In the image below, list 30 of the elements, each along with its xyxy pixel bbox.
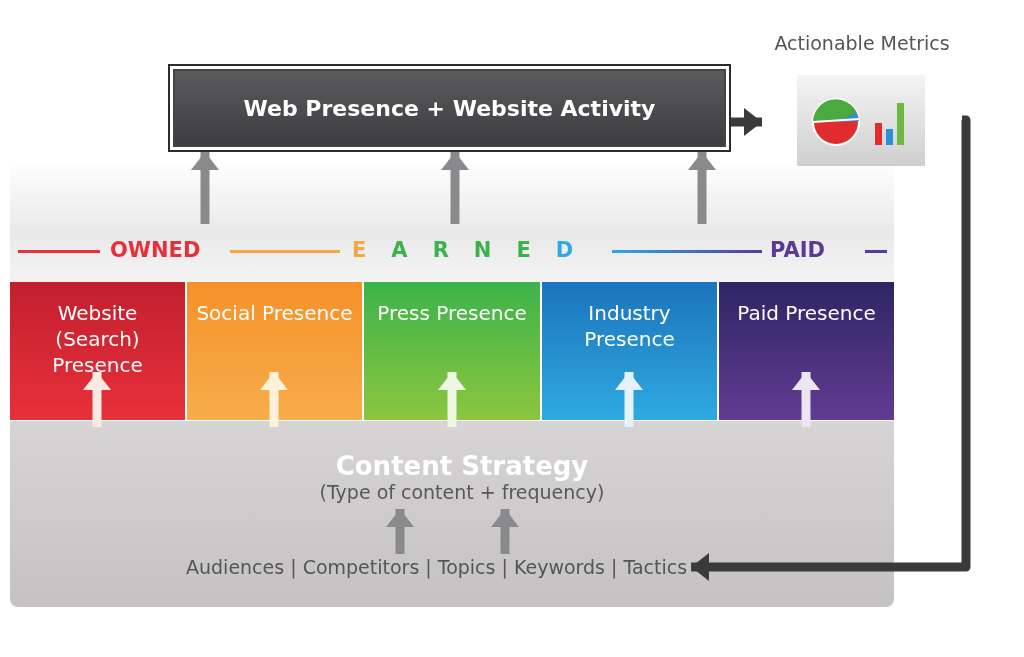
box-label: Press Presence xyxy=(376,300,528,326)
arrow xyxy=(688,152,716,224)
arrow xyxy=(491,509,519,554)
channel-box xyxy=(719,282,894,420)
box-title: Web Presence + Website Activity xyxy=(243,95,656,121)
arrow xyxy=(792,372,820,427)
arrow xyxy=(691,115,971,581)
channel-heading: PAID xyxy=(770,238,825,262)
arrow xyxy=(438,372,466,427)
arrow xyxy=(83,372,111,427)
arrow xyxy=(731,108,762,136)
channel-box xyxy=(187,282,362,420)
topic-list: Audiences | Competitors | Topics | Keywords | Tactics xyxy=(186,556,688,578)
channel-box xyxy=(10,282,185,420)
arrow xyxy=(441,152,469,224)
box-label: Social Presence xyxy=(195,300,354,326)
arrow xyxy=(260,372,288,427)
subheading: (Type of content + frequency) xyxy=(318,481,606,503)
box-label: Industry Presence xyxy=(583,300,676,352)
arrow xyxy=(386,509,414,554)
box-label: Paid Presence xyxy=(736,300,877,326)
strategy-panel xyxy=(10,421,894,607)
channel-box xyxy=(364,282,540,420)
box-label: Website (Search) Presence xyxy=(51,300,144,378)
channel-heading: OWNED xyxy=(110,238,201,262)
arrow xyxy=(191,152,219,224)
channel-box xyxy=(542,282,717,420)
process-box xyxy=(168,64,731,152)
arrow xyxy=(615,372,643,427)
heading: Actionable Metrics xyxy=(773,32,951,54)
